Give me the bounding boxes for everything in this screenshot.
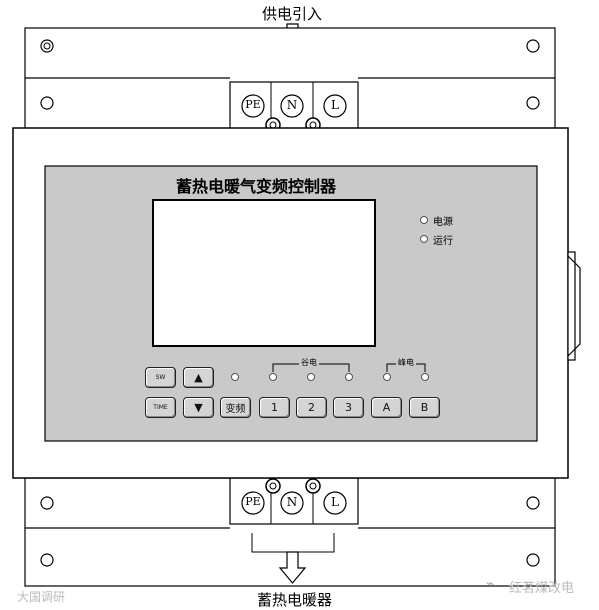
button-a[interactable]: A (371, 397, 402, 418)
peak-led-a (383, 373, 391, 381)
power-led (420, 216, 428, 224)
valley-led-2 (307, 373, 315, 381)
button-b[interactable]: B (409, 397, 440, 418)
down-button[interactable]: ▼ (183, 397, 214, 418)
button-1[interactable]: 1 (259, 397, 290, 418)
freq-button[interactable]: 变频 (220, 397, 251, 418)
freq-led (231, 373, 239, 381)
peak-label: 峰电 (396, 357, 416, 368)
terminal-pe-top: PE (245, 98, 261, 111)
terminal-l-top: L (331, 98, 339, 112)
valley-label: 谷电 (299, 357, 319, 368)
watermark-left: 大国调研 (17, 590, 66, 604)
up-button[interactable]: ▲ (183, 367, 214, 388)
valley-led-1 (269, 373, 277, 381)
button-3[interactable]: 3 (333, 397, 364, 418)
valley-led-3 (345, 373, 353, 381)
peak-led-b (421, 373, 429, 381)
terminal-l-bottom: L (331, 495, 339, 509)
power-label: 电源 (433, 217, 453, 228)
watermark-right-icon: ⌁ (486, 576, 495, 592)
output-label: 蓄热电暖器 (257, 591, 333, 609)
button-2[interactable]: 2 (296, 397, 327, 418)
sw-button[interactable]: SW (145, 367, 176, 388)
watermark-right: 红茗煤改电 (509, 581, 575, 596)
run-label: 运行 (433, 236, 453, 247)
run-led (420, 235, 428, 243)
supply-label: 供电引入 (262, 5, 323, 23)
panel-title: 蓄热电暖气变频控制器 (176, 177, 337, 196)
time-button[interactable]: TIME (145, 397, 176, 418)
terminal-n-bottom: N (286, 495, 298, 509)
terminal-n-top: N (286, 98, 298, 112)
terminal-pe-bottom: PE (245, 495, 261, 508)
output-arrow (278, 551, 307, 584)
